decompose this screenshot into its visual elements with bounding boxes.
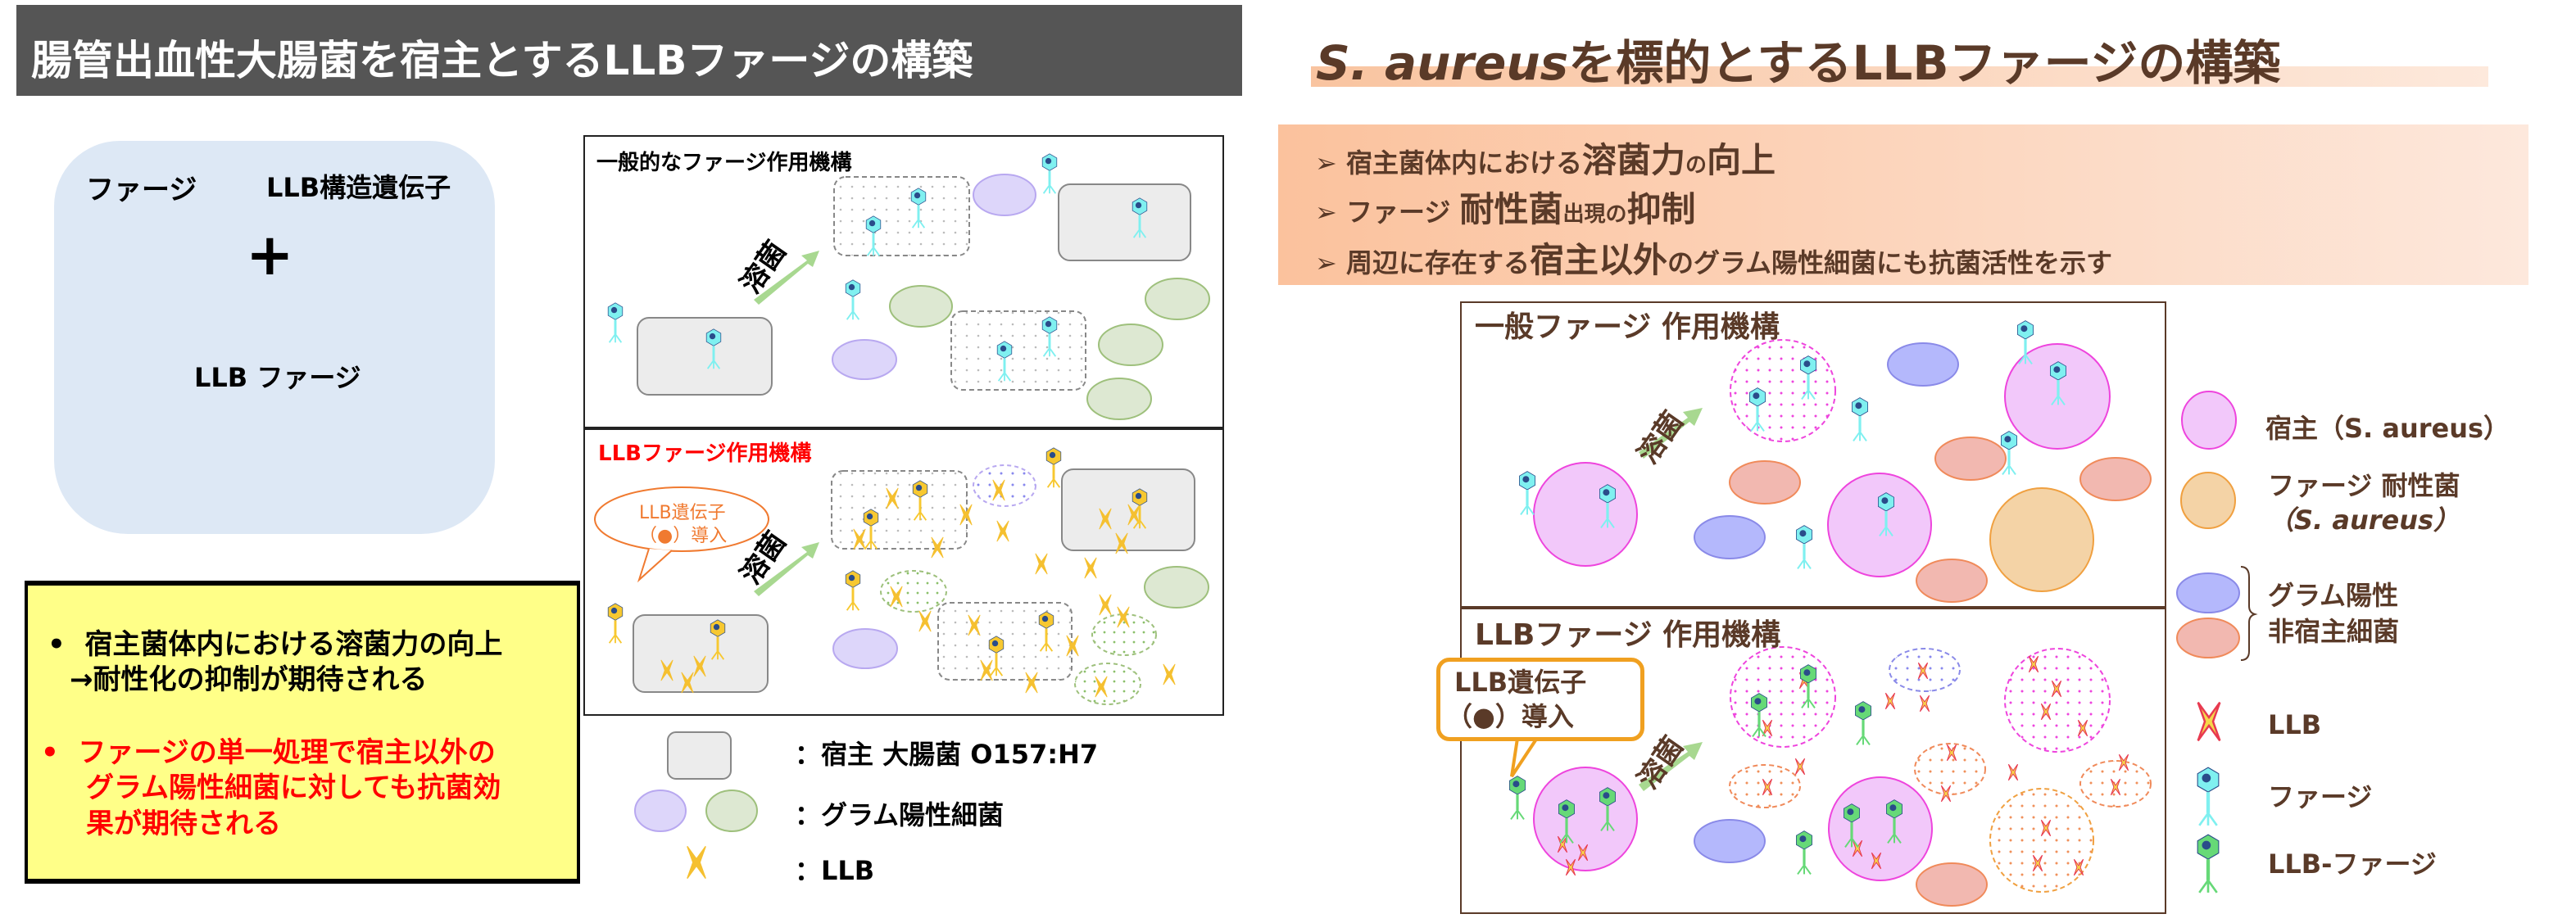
legend-resistant-label-2: （S. aureus）	[2268, 504, 2460, 536]
llb-phage-label: LLB ファージ	[194, 362, 361, 393]
bubble-text-2: （●）導入	[639, 526, 728, 546]
llb-gene-label: LLB構造遺伝子	[266, 172, 451, 203]
key-point-text: 出現の	[1562, 202, 1627, 227]
summary-bullet-1: • 宿主菌体内における溶菌力の向上	[48, 627, 502, 663]
arrow-bullet-icon: ➢	[1315, 197, 1337, 228]
key-point-text: 溶菌力	[1581, 140, 1685, 180]
legend-llb-phage-label: LLB-ファージ	[2268, 848, 2437, 880]
right-general-mechanism-title: 一般ファージ 作用機構	[1475, 310, 1780, 344]
legend-nonhost-red-swatch	[2176, 618, 2240, 658]
legend-llb-label: LLB	[2268, 709, 2322, 740]
key-point-text: 周辺に存在する	[1345, 247, 1530, 278]
key-points-box	[1278, 124, 2528, 285]
title-rest: を標的とするLLBファージの構築	[1568, 35, 2281, 91]
legend-host-label: ：宿主 大腸菌 O157:H7	[795, 739, 1099, 770]
bubble-text-1: LLB遺伝子	[639, 503, 726, 523]
legend-phage-label: ファージ	[2268, 781, 2373, 812]
plus-sign: +	[246, 221, 294, 288]
legend-host-swatch	[667, 731, 732, 780]
key-point-text: 宿主菌体内における	[1345, 147, 1582, 179]
right-page-title: S. aureusを標的とするLLBファージの構築	[1316, 25, 2280, 93]
legend-resistant-swatch	[2180, 472, 2236, 529]
panel-divider	[585, 427, 1222, 430]
legend-nonhost-label-2: 非宿主細菌	[2268, 616, 2400, 647]
summary-bullet-2: • ファージの単一処理で宿主以外の	[41, 735, 496, 771]
llb-gene-callout	[1436, 658, 1644, 741]
arrow-bullet-icon: ➢	[1315, 247, 1337, 278]
callout-text-1: LLB遺伝子	[1454, 667, 1587, 698]
key-point-text: のグラム陽性細菌にも抗菌活性を示す	[1667, 247, 2113, 278]
key-point-2: ➢ ファージ 耐性菌出現の抑制	[1315, 182, 1696, 232]
right-general-mechanism-graphics	[1518, 319, 2152, 603]
summary-text: 宿主菌体内における溶菌力の向上	[84, 628, 503, 661]
key-point-text: 抑制	[1626, 189, 1696, 229]
legend-gram-positive-swatch-purple	[634, 790, 687, 832]
legend-llb-star-icon	[686, 845, 707, 880]
left-page-title: 腸管出血性大腸菌を宿主とするLLBファージの構築	[31, 37, 973, 84]
left-title-bar: 腸管出血性大腸菌を宿主とするLLBファージの構築	[16, 5, 1242, 96]
general-mechanism-graphics	[607, 152, 1210, 420]
legend-host-swatch	[2181, 391, 2237, 450]
legend-nonhost-label-1: グラム陽性	[2268, 580, 2399, 611]
key-point-text: 耐性菌	[1459, 189, 1563, 229]
right-title-underline	[1311, 66, 2488, 87]
bullet-mark: •	[48, 628, 66, 661]
llb-mechanism-graphics	[594, 446, 1209, 705]
legend-gram-positive-swatch-green	[705, 790, 758, 832]
callout-text-2: （●）導入	[1446, 701, 1574, 732]
mechanism-panel	[583, 135, 1224, 716]
summary-text: →耐性化の抑制が期待される	[70, 663, 428, 696]
summary-box	[25, 581, 580, 884]
legend-gram-positive-label: ：グラム陽性細菌	[795, 799, 1005, 830]
brace-icon	[2240, 566, 2258, 661]
general-mechanism-title: 一般的なファージ作用機構	[596, 151, 852, 175]
arrow-bullet-icon: ➢	[1315, 147, 1337, 179]
summary-text: グラム陽性細菌に対しても抗菌効	[86, 771, 501, 804]
construct-box	[54, 141, 495, 534]
legend-llb-phage-icon	[2196, 833, 2220, 894]
panel-divider	[1462, 606, 2165, 609]
bullet-mark: •	[41, 736, 59, 769]
legend-nonhost-blue-swatch	[2176, 572, 2240, 613]
legend-llb-label: ：LLB	[795, 855, 875, 886]
legend-phage-icon	[2196, 766, 2220, 827]
phage-label: ファージ	[86, 174, 197, 206]
key-point-text: の	[1685, 153, 1707, 178]
legend-resistant-label-1: ファージ 耐性菌	[2268, 470, 2460, 501]
summary-text: ファージの単一処理で宿主以外の	[78, 736, 496, 769]
right-llb-mechanism-title: LLBファージ 作用機構	[1475, 618, 1781, 652]
legend-llb-star-icon	[2196, 701, 2222, 742]
key-point-text: ファージ	[1345, 197, 1460, 228]
key-point-text: 向上	[1707, 140, 1776, 180]
key-point-3: ➢ 周辺に存在する宿主以外のグラム陽性細菌にも抗菌活性を示す	[1315, 233, 2112, 283]
llb-mechanism-title: LLBファージ作用機構	[598, 441, 812, 466]
key-point-text: 宿主以外	[1529, 240, 1667, 280]
title-species: S. aureus	[1316, 35, 1569, 91]
summary-text: 果が期待される	[86, 808, 281, 840]
legend-host-label: 宿主（S. aureus）	[2265, 413, 2510, 444]
right-mechanism-panel	[1460, 301, 2166, 914]
key-point-1: ➢ 宿主菌体内における溶菌力の向上	[1315, 133, 1776, 183]
right-llb-mechanism-graphics	[1508, 646, 2152, 907]
